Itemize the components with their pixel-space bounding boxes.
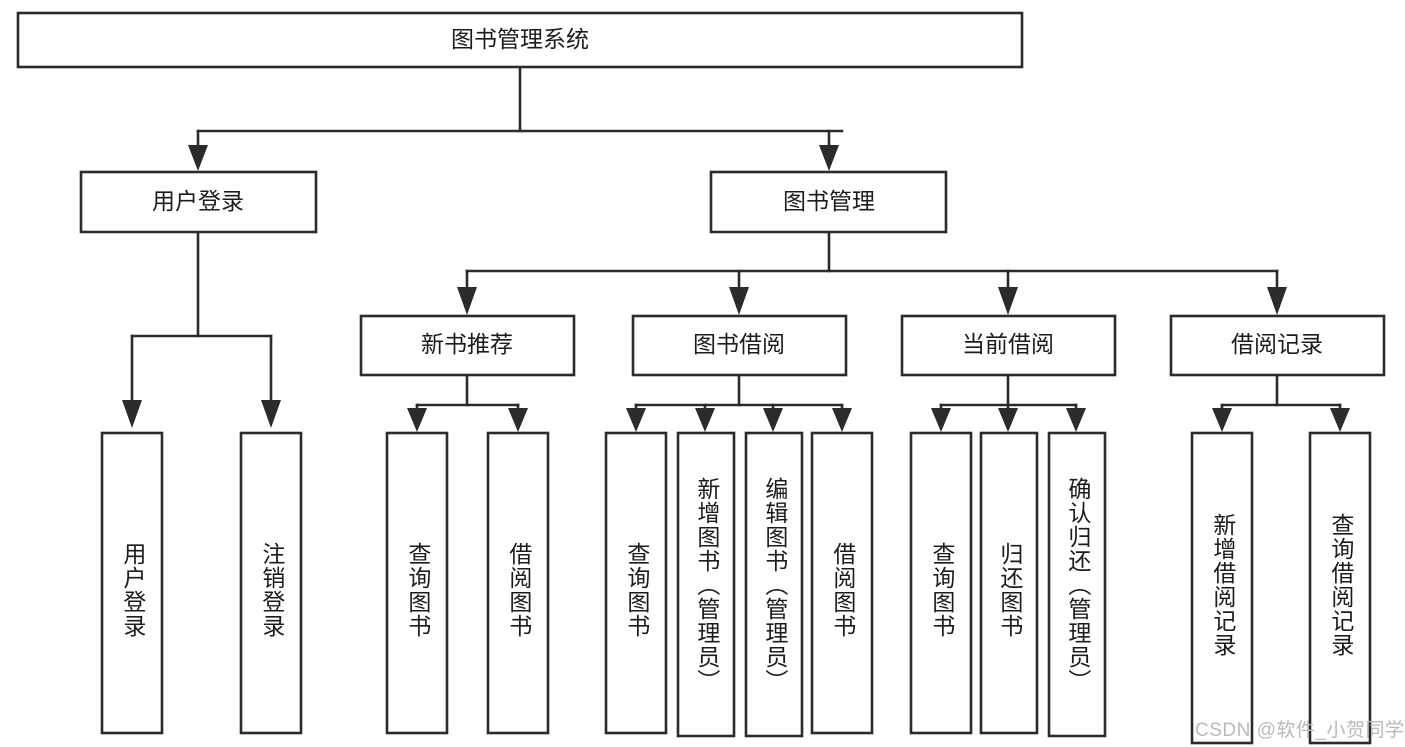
node-user-login-box[interactable] (79, 170, 318, 234)
arrow-to-leaf-edit-book-icon (763, 408, 783, 432)
arrow-to-borrow-record-icon (1267, 287, 1287, 315)
leaf-borrow-book-rec-box[interactable] (486, 431, 550, 735)
node-borrow-record-label: 借阅记录 (1231, 331, 1323, 357)
connector-group-root-to-level2 (188, 65, 844, 171)
csdn-watermark: CSDN @软件_小贺同学 (1195, 720, 1405, 741)
leaf-query-book-rec-box[interactable] (385, 431, 449, 735)
arrow-to-leaf-query-book-cur-icon (931, 408, 951, 432)
connector-group-book-manage-to-level3 (457, 230, 1287, 315)
node-current-borrow[interactable]: 当前借阅 (900, 314, 1117, 377)
leaf-return-book-box[interactable] (979, 431, 1039, 735)
leaf-user-login-box[interactable] (100, 431, 164, 735)
arrow-to-leaf-add-record-icon (1212, 408, 1232, 432)
leaf-borrow-book-box[interactable] (810, 431, 874, 735)
connector-group-current-borrow-to-leaves (931, 373, 1086, 432)
node-root-box[interactable] (16, 11, 1024, 69)
node-new-book-recommend-label: 新书推荐 (421, 331, 513, 357)
node-book-borrow[interactable]: 图书借阅 (631, 314, 848, 377)
leaf-user-logout-box[interactable] (239, 431, 303, 735)
arrow-to-leaf-add-book-icon (695, 408, 715, 432)
arrow-to-leaf-borrow-book-rec-icon (508, 408, 528, 432)
node-book-borrow-box[interactable] (631, 314, 848, 377)
node-book-borrow-label: 图书借阅 (693, 331, 785, 357)
node-new-book-recommend[interactable]: 新书推荐 (359, 314, 576, 377)
leaf-edit-book-box[interactable] (744, 431, 804, 738)
arrow-to-leaf-user-logout-icon (261, 400, 281, 428)
arrow-to-leaf-query-book-rec-icon (407, 408, 427, 432)
node-root-label: 图书管理系统 (451, 26, 589, 52)
node-user-login[interactable]: 用户登录 (79, 170, 318, 234)
arrow-to-leaf-user-login-icon (122, 400, 142, 428)
connector-group-user-login-to-leaves (122, 230, 281, 428)
node-book-manage[interactable]: 图书管理 (709, 170, 948, 234)
arrow-to-leaf-borrow-book-icon (832, 408, 852, 432)
node-book-manage-label: 图书管理 (783, 188, 875, 214)
node-borrow-record-box[interactable] (1169, 314, 1386, 377)
node-borrow-record[interactable]: 借阅记录 (1169, 314, 1386, 377)
leaf-query-book-borrow-box[interactable] (604, 431, 668, 735)
node-new-book-recommend-box[interactable] (359, 314, 576, 377)
arrow-to-leaf-query-book-borrow-icon (626, 408, 646, 432)
leaf-query-book-cur-box[interactable] (909, 431, 973, 735)
leaf-query-record-box[interactable] (1308, 431, 1372, 745)
leaf-add-book-box[interactable] (676, 431, 736, 738)
arrow-to-leaf-confirm-return-icon (1066, 408, 1086, 432)
arrow-to-leaf-return-book-icon (998, 408, 1018, 432)
node-current-borrow-box[interactable] (900, 314, 1117, 377)
connector-group-borrow-record-to-leaves (1212, 373, 1350, 432)
connector-group-new-book-recommend-to-leaves (407, 373, 528, 432)
arrow-to-current-borrow-icon (998, 287, 1018, 315)
arrow-to-new-book-recommend-icon (457, 287, 477, 315)
node-user-login-label: 用户登录 (152, 188, 244, 214)
arrow-to-book-borrow-icon (729, 287, 749, 315)
arrow-to-user-login-icon (188, 145, 208, 171)
node-current-borrow-label: 当前借阅 (962, 331, 1054, 357)
arrow-to-leaf-query-record-icon (1330, 408, 1350, 432)
leaf-confirm-return-box[interactable] (1047, 431, 1107, 738)
leaf-boxes-group (100, 431, 1372, 745)
connector-group-book-borrow-to-leaves (626, 373, 852, 432)
leaf-add-record-box[interactable] (1190, 431, 1254, 745)
node-book-manage-box[interactable] (709, 170, 948, 234)
arrow-to-book-manage-icon (819, 145, 839, 171)
node-root[interactable]: 图书管理系统 (16, 11, 1024, 69)
